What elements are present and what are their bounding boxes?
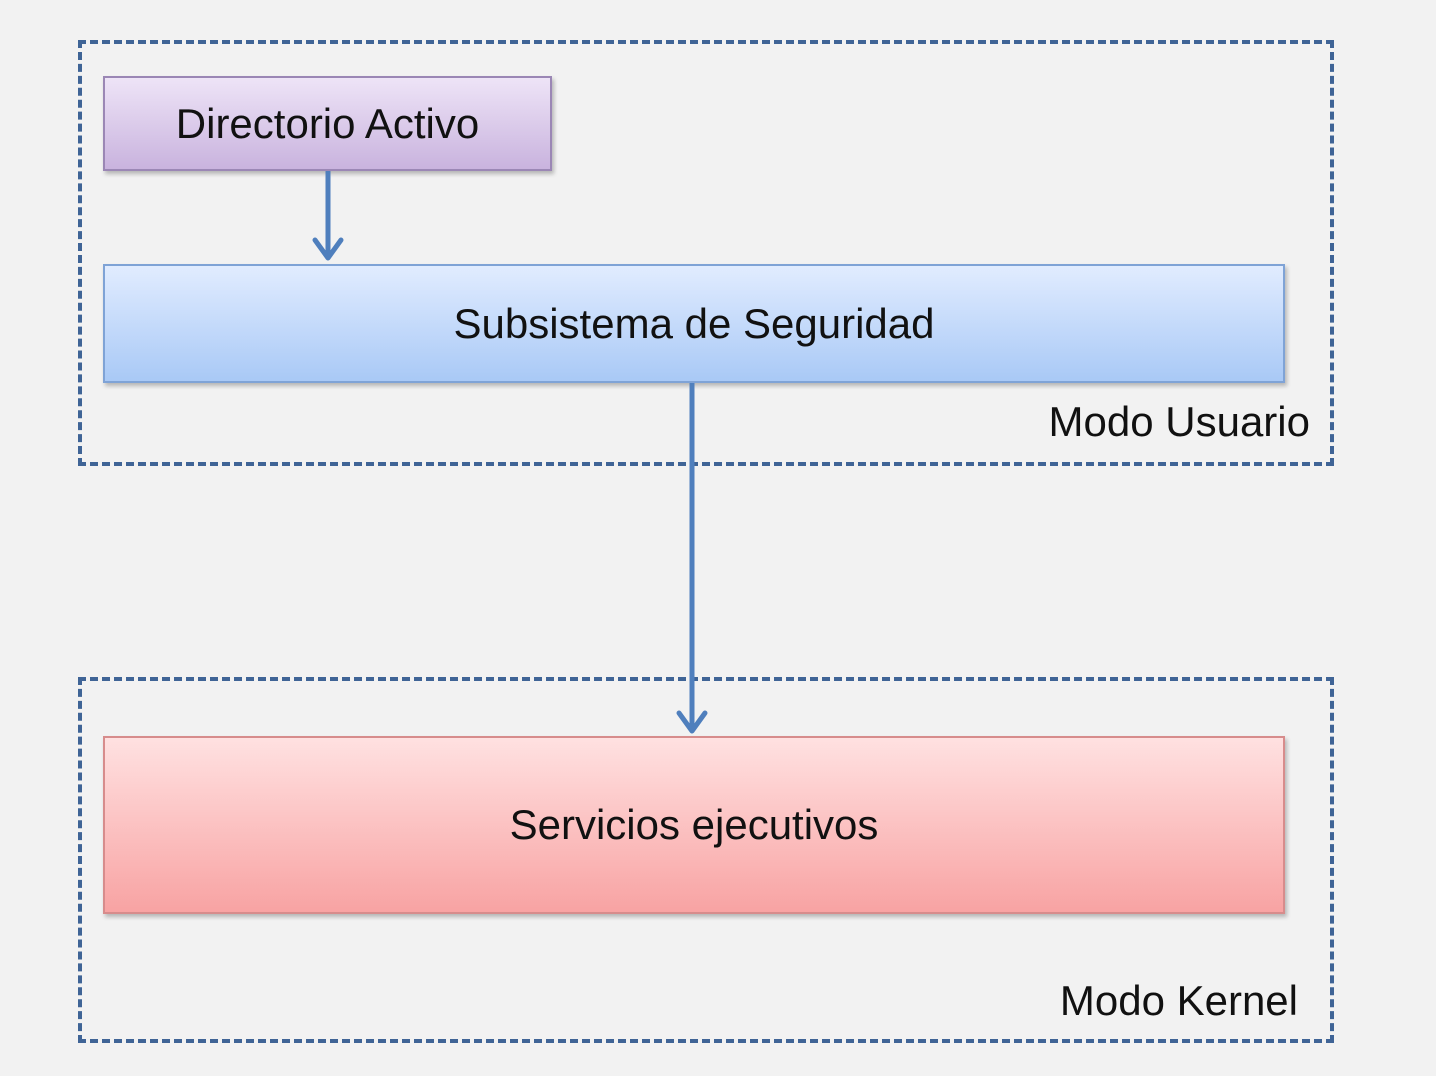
user-mode-region: Modo Usuario	[78, 40, 1334, 466]
executive-services-label: Servicios ejecutivos	[509, 801, 879, 848]
security-subsystem-node: Subsistema de Seguridad	[103, 264, 1285, 383]
executive-services-node: Servicios ejecutivos	[103, 736, 1285, 914]
security-subsystem-label: Subsistema de Seguridad	[453, 299, 935, 347]
user-mode-label: Modo Usuario	[1048, 398, 1310, 445]
active-directory-node: Directorio Activo	[103, 76, 552, 171]
kernel-mode-label: Modo Kernel	[1059, 977, 1298, 1024]
active-directory-label: Directorio Activo	[175, 99, 480, 147]
kernel-mode-region: Modo Kernel	[78, 677, 1334, 1043]
